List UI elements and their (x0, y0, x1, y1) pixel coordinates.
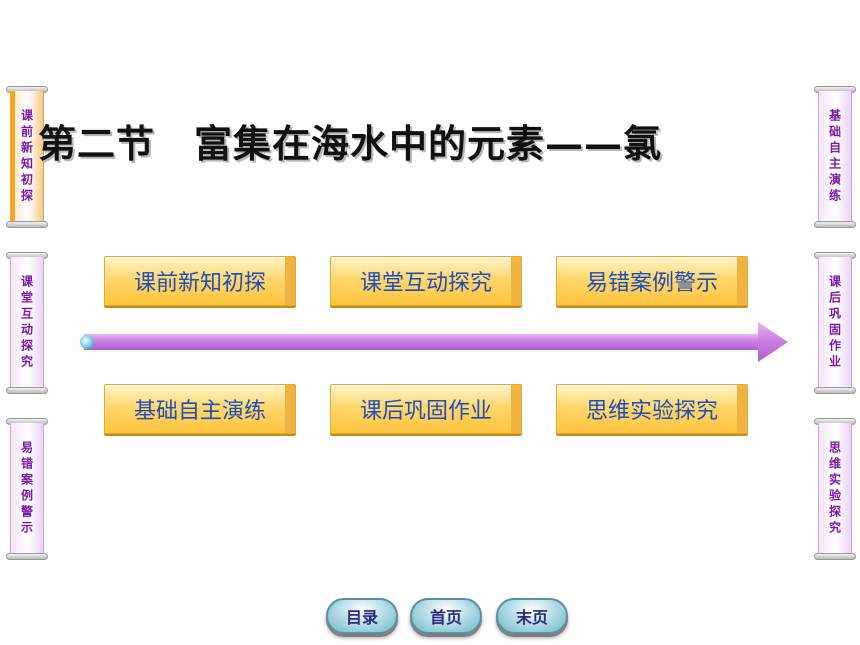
right-tab-basic-practice[interactable]: 基础自主演练 (814, 86, 856, 228)
right-tab-label: 基础自主演练 (827, 109, 842, 205)
left-tab-label: 易错案例警示 (19, 441, 34, 537)
left-tab-label: 课堂互动探究 (19, 275, 34, 371)
scroll-cap (814, 221, 856, 228)
left-tab-errors[interactable]: 易错案例警示 (6, 418, 48, 560)
left-tab-label: 课前新知初探 (19, 109, 34, 205)
menu-button-label: 课前新知初探 (133, 271, 266, 296)
arrow-start-dot (80, 335, 94, 349)
menu-button-label: 思维实验探究 (585, 399, 718, 424)
scroll-body (818, 257, 852, 389)
scroll-body (10, 257, 44, 389)
scroll-body (10, 423, 44, 555)
button-stripe (285, 257, 295, 305)
scroll-cap (814, 387, 856, 394)
scroll-body (818, 91, 852, 223)
last-page-button[interactable]: 末页 (496, 598, 568, 634)
menu-button-experiment[interactable]: 思维实验探究 (556, 384, 748, 434)
scroll-cap (6, 387, 48, 394)
menu-button-classroom[interactable]: 课堂互动探究 (330, 256, 522, 306)
menu-button-label: 基础自主演练 (133, 399, 266, 424)
page-title: 第二节 富集在海水中的元素——氯 (38, 121, 663, 166)
right-tab-experiment[interactable]: 思维实验探究 (814, 418, 856, 560)
home-button[interactable]: 首页 (410, 598, 482, 634)
left-tab-preview[interactable]: 课前新知初探 (6, 86, 48, 228)
toc-button[interactable]: 目录 (326, 598, 398, 634)
button-stripe (511, 257, 521, 305)
menu-button-preview[interactable]: 课前新知初探 (104, 256, 296, 306)
button-stripe (511, 385, 521, 433)
button-stripe (285, 385, 295, 433)
scroll-body (818, 423, 852, 555)
menu-button-errors[interactable]: 易错案例警示 (556, 256, 748, 306)
scroll-cap (6, 553, 48, 560)
menu-button-basic-practice[interactable]: 基础自主演练 (104, 384, 296, 434)
menu-button-label: 易错案例警示 (585, 271, 718, 296)
active-indicator (10, 91, 15, 223)
arrow-divider (80, 322, 788, 362)
left-tab-classroom[interactable]: 课堂互动探究 (6, 252, 48, 394)
menu-button-homework[interactable]: 课后巩固作业 (330, 384, 522, 434)
scroll-cap (814, 553, 856, 560)
menu-button-label: 课堂互动探究 (359, 271, 492, 296)
scroll-cap (6, 221, 48, 228)
right-tab-label: 课后巩固作业 (827, 275, 842, 371)
right-tab-label: 思维实验探究 (827, 441, 842, 537)
right-tab-homework[interactable]: 课后巩固作业 (814, 252, 856, 394)
button-stripe (737, 385, 747, 433)
menu-button-label: 课后巩固作业 (359, 399, 492, 424)
button-stripe (737, 257, 747, 305)
